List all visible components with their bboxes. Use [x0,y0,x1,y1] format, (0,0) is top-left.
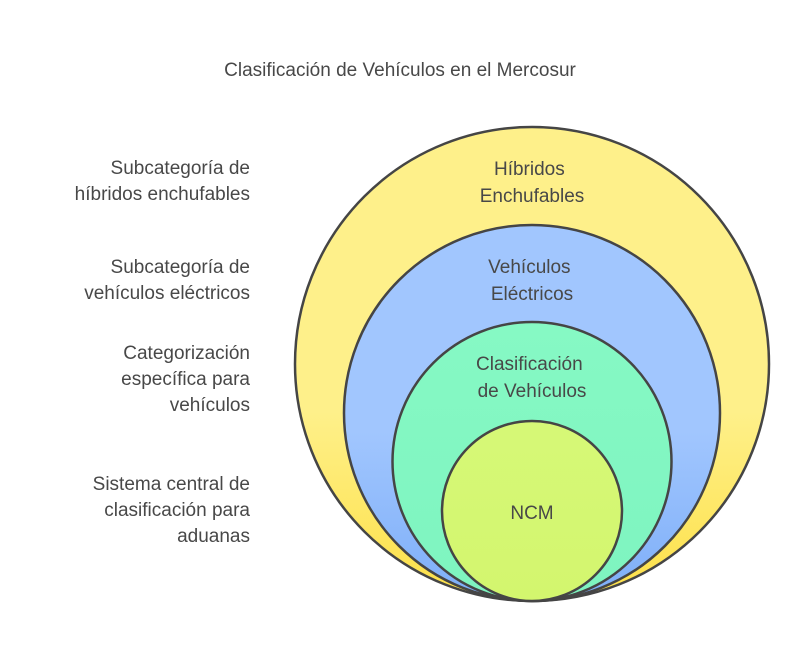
description-ncm: Sistema central de clasificación para ad… [10,472,250,550]
description-line: Sistema central de [92,474,250,495]
description-line: específica para [121,369,250,390]
description-hibridos-enchufables: Subcategoría de híbridos enchufables [10,156,250,208]
label-line: de Vehículos [478,381,587,402]
description-vehiculos-electricos: Subcategoría de vehículos eléctricos [10,255,250,307]
label-clasificacion-vehiculos: Clasificación de Vehículos [476,354,588,402]
description-clasificacion-vehiculos: Categorización específica para vehículos [10,341,250,419]
description-line: vehículos eléctricos [84,283,250,304]
description-line: Categorización [123,343,250,364]
diagram-title: Clasificación de Vehículos en el Mercosu… [224,60,576,81]
label-line: Vehículos [488,257,570,278]
label-hibridos-enchufables: Híbridos Enchufables [480,159,585,207]
description-line: vehículos [169,395,250,416]
description-line: aduanas [177,526,250,547]
label-vehiculos-electricos: Vehículos Eléctricos [488,257,576,305]
description-line: clasificación para [104,500,250,521]
label-ncm: NCM [510,503,553,524]
description-line: Subcategoría de [110,158,250,179]
circle-ncm [440,419,624,603]
description-line: híbridos enchufables [74,184,250,205]
label-line: Clasificación [476,354,583,375]
label-line: Enchufables [480,186,585,207]
label-line: Híbridos [494,159,565,180]
label-line: Eléctricos [491,284,573,305]
description-line: Subcategoría de [110,257,250,278]
label-line: NCM [510,503,553,524]
